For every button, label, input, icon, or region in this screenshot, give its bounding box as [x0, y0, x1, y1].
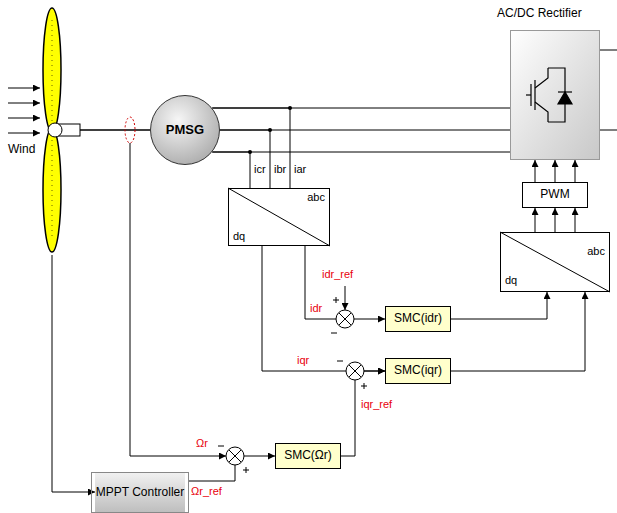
controller-box: SMC(iqr)	[385, 358, 451, 384]
controller-box: SMC(Ωr)	[275, 443, 341, 469]
node-text: abc	[307, 191, 325, 204]
signal-label: Ωr_ref	[190, 485, 223, 498]
connector	[212, 152, 510, 153]
connector	[555, 160, 556, 182]
connector	[535, 208, 536, 232]
dc-output-lines	[600, 50, 617, 130]
connector	[212, 152, 250, 188]
connector	[341, 371, 385, 456]
signal-label: iqr	[296, 354, 310, 367]
signal-label: idr	[309, 302, 323, 315]
signal-label: iar	[293, 163, 307, 176]
summing-junction	[218, 446, 249, 473]
connector	[220, 130, 270, 188]
connector	[262, 246, 385, 371]
connector	[575, 160, 576, 182]
node-text: PMSG	[166, 123, 204, 138]
controller-box: SMC(idr)	[385, 306, 451, 332]
wind-label: Wind	[8, 143, 35, 157]
controller-box: MPPT Controller	[91, 472, 189, 513]
node-text: MPPT Controller	[96, 486, 184, 500]
reference-arrow	[345, 286, 346, 310]
speed-feedback-line	[130, 143, 226, 456]
node-text: AC/DC Rectifier	[497, 7, 582, 21]
signal-label: iqr_ref	[360, 398, 393, 411]
node-text: PWM	[540, 188, 569, 202]
node-text: dq	[505, 274, 517, 287]
node-text: abc	[587, 245, 605, 258]
wind-signal-line	[52, 255, 95, 492]
connector	[535, 160, 536, 182]
controller-body	[95, 472, 185, 513]
connector	[212, 108, 290, 188]
connector	[575, 208, 576, 232]
signal-name: idr_ref	[322, 268, 353, 281]
signal-label: ibr	[273, 163, 287, 176]
connector	[451, 292, 547, 319]
connector	[305, 246, 385, 319]
summing-junction	[337, 361, 367, 389]
transform-diagonal	[228, 188, 330, 246]
rectifier-box: AC/DC Rectifier	[510, 30, 600, 160]
summing-junction	[331, 297, 354, 333]
wind-arrows	[8, 88, 40, 133]
transform-box: abc dq	[500, 232, 610, 292]
signal-name: Ωr	[196, 437, 208, 450]
node-text: SMC(Ωr)	[284, 449, 332, 463]
igbt-symbol	[526, 68, 572, 122]
signal-label: icr	[253, 163, 267, 176]
node-text: SMC(idr)	[394, 312, 442, 326]
node-text: dq	[233, 230, 245, 243]
wind-turbine	[43, 8, 150, 252]
transform-diagonal	[500, 232, 610, 292]
connector	[555, 208, 556, 232]
transform-box: abc dq	[228, 188, 330, 246]
pwm-box: PWM	[522, 182, 588, 208]
generator-circle: PMSG	[150, 95, 220, 165]
rectifier-body	[510, 30, 600, 160]
node-text: SMC(iqr)	[394, 364, 442, 378]
tap-dots	[248, 106, 292, 154]
connector	[451, 292, 585, 371]
